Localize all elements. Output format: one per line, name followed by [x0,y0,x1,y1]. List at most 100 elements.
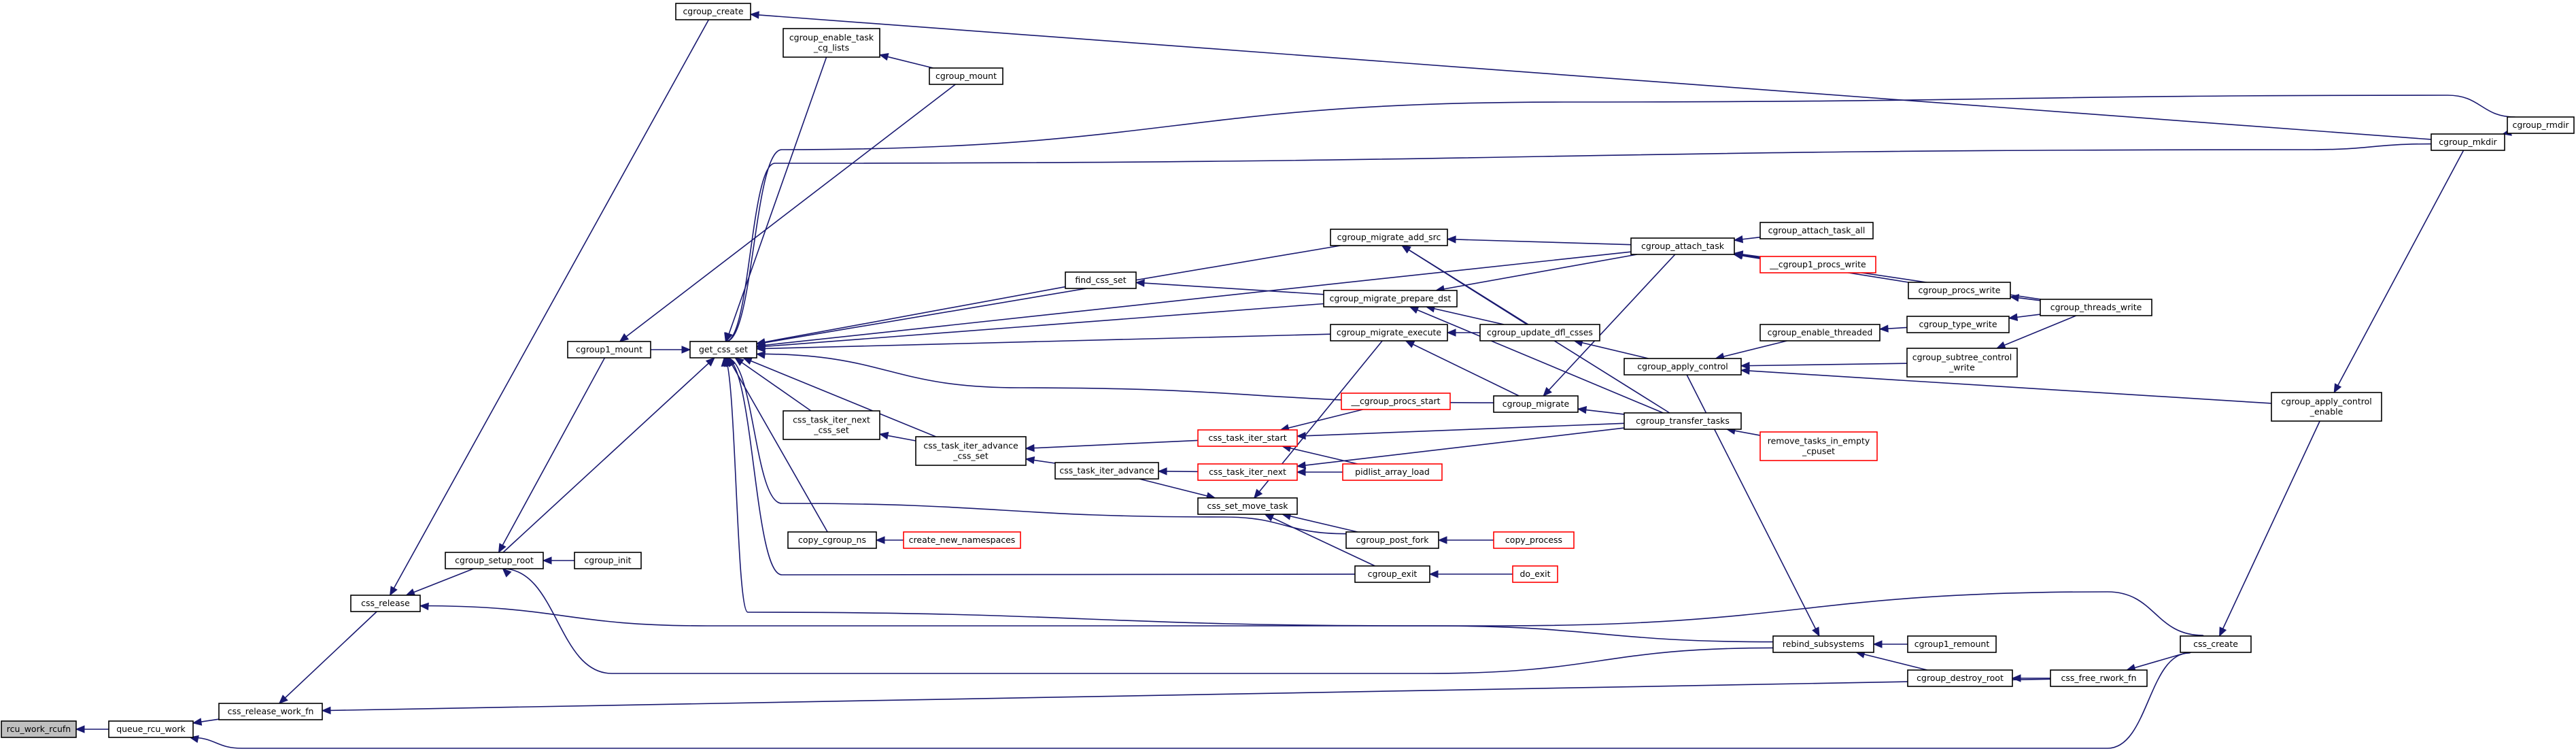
call-edge-rebind_subsystems-to-cgroup_destroy_root [1855,650,1927,671]
node-cgroup-update-dfl-csses[interactable]: cgroup_update_dfl_csses [1479,324,1600,341]
node-label: get_css_set [699,344,748,354]
node-copy-cgroup-ns[interactable]: copy_cgroup_ns [787,531,877,549]
call-edge-css_release-to-cgroup_create [389,19,710,597]
node-box [350,595,421,612]
node-label: _css_set [813,425,849,435]
node-cgroup-type-write[interactable]: cgroup_type_write [1906,316,2010,333]
node-css-set-move-task[interactable]: css_set_move_task [1197,497,1298,515]
node-cgroup-transfer-tasks[interactable]: cgroup_transfer_tasks [1624,412,1742,430]
node-cgroup-rmdir[interactable]: cgroup_rmdir [2507,116,2575,134]
node-cgroup-procs-start[interactable]: __cgroup_procs_start [1341,393,1451,410]
node-label: css_task_iter_start [1208,433,1286,443]
edge-line [756,353,1494,403]
node-remove-tasks-in-empty-cpuset[interactable]: remove_tasks_in_empty_cpuset [1759,431,1878,461]
call-edge-cgroup_setup_root-to-rebind_subsystems [502,568,1774,674]
edge-line [1139,478,1216,499]
node-cgroup-attach-task[interactable]: cgroup_attach_task [1630,237,1735,255]
call-edge-css_release-to-css_create [419,591,2204,637]
edge-line [419,591,2204,637]
node-box [1493,531,1575,549]
call-edge-get_css_set-to-cgroup_migrate_add_src [755,245,1341,347]
node-css-release-work-fn[interactable]: css_release_work_fn [218,703,323,720]
node-css-task-iter-advance-css-set[interactable]: css_task_iter_advance_css_set [915,436,1027,466]
node-box [1345,531,1439,549]
node-cgroup1-mount[interactable]: cgroup1_mount [567,341,651,358]
node-cgroup-threads-write[interactable]: cgroup_threads_write [2040,299,2152,316]
node-cgroup-create[interactable]: cgroup_create [675,3,751,20]
call-edge-cgroup_setup_root-to-cgroup_init [542,556,574,565]
node-cgroup-migrate-prepare-dst[interactable]: cgroup_migrate_prepare_dst [1323,290,1458,307]
node-queue-rcu-work[interactable]: queue_rcu_work [108,720,194,738]
node-css-task-iter-next[interactable]: css_task_iter_next [1197,463,1298,481]
call-edge-cgroup_apply_control-to-cgroup_enable_threaded [1715,340,1787,361]
call-edge-css_task_iter_next-to-pidlist_array_load [1296,468,1343,476]
node-box [1630,237,1735,255]
edge-arrowhead [1740,367,1750,375]
call-edge-queue_rcu_work-to-css_release_work_fn [192,718,220,726]
node-css-release[interactable]: css_release [350,595,421,612]
node-cgroup-migrate[interactable]: cgroup_migrate [1493,395,1579,413]
node-cgroup-apply-control-enable[interactable]: cgroup_apply_control_enable [2271,392,2382,422]
node-create-new-namespaces[interactable]: create_new_namespaces [903,531,1021,549]
node-find-css-set[interactable]: find_css_set [1065,271,1137,289]
edge-arrowhead [878,431,889,440]
edge-line [879,54,933,69]
node-box [1342,463,1443,481]
call-edge-cgroup_post_fork-to-copy_process [1437,536,1494,544]
node-cgroup1-procs-write[interactable]: __cgroup1_procs_write [1759,256,1876,273]
edge-arrowhead [1405,340,1415,348]
node-css-task-iter-next-css-set[interactable]: css_task_iter_next_css_set [783,410,880,440]
node-cgroup-subtree-control-write[interactable]: cgroup_subtree_control_write [1906,348,2018,378]
node-css-free-rwork-fn[interactable]: css_free_rwork_fn [2050,669,2148,687]
edge-arrowhead [1264,514,1275,522]
node-label: cgroup_mkdir [2439,137,2497,147]
node-cgroup-apply-control[interactable]: cgroup_apply_control [1624,358,1742,376]
node-label: css_free_rwork_fn [2061,673,2136,683]
node-css-create[interactable]: css_create [2180,635,2252,653]
node-cgroup-mount[interactable]: cgroup_mount [929,67,1003,85]
node-do-exit[interactable]: do_exit [1512,565,1558,583]
edge-arrowhead [875,536,885,544]
edge-arrowhead [705,357,715,367]
edge-arrowhead [749,11,759,19]
node-cgroup-init[interactable]: cgroup_init [574,552,642,569]
node-cgroup-migrate-add-src[interactable]: cgroup_migrate_add_src [1330,229,1448,246]
node-rcu-work-rcufn[interactable]: rcu_work_rcufn [1,720,77,738]
node-cgroup1-remount[interactable]: cgroup1_remount [1907,635,1997,653]
node-cgroup-destroy-root[interactable]: cgroup_destroy_root [1907,669,2013,687]
call-edge-get_css_set-to-cgroup_migrate [755,351,1494,403]
node-cgroup-exit[interactable]: cgroup_exit [1354,565,1430,583]
node-label: find_css_set [1075,275,1126,285]
edge-arrowhead [502,568,512,578]
call-edge-cgroup_destroy_root-to-css_free_rwork_fn [2011,674,2050,682]
edge-line [322,678,2051,712]
node-cgroup-procs-write[interactable]: cgroup_procs_write [1908,282,2011,299]
node-cgroup-attach-task-all[interactable]: cgroup_attach_task_all [1759,222,1874,239]
node-box [1197,497,1298,515]
edge-arrowhead [2333,383,2342,394]
node-cgroup-migrate-execute[interactable]: cgroup_migrate_execute [1330,324,1448,341]
edge-line [723,357,1774,643]
edge-line [1435,254,1638,291]
node-cgroup-enable-threaded[interactable]: cgroup_enable_threaded [1759,324,1881,341]
call-edge-rebind_subsystems-to-cgroup1_remount [1872,640,1908,648]
call-edge-css_task_iter_start-to-cgroup_procs_start [1280,409,1363,432]
edge-arrowhead [734,357,744,366]
node-cgroup-mkdir[interactable]: cgroup_mkdir [2431,133,2505,151]
edge-line [1265,514,1375,567]
node-label: cgroup_setup_root [455,555,534,565]
node-rebind-subsystems[interactable]: rebind_subsystems [1772,635,1874,653]
node-cgroup-setup-root[interactable]: cgroup_setup_root [445,552,544,569]
node-label: css_release [361,598,410,608]
edge-line [725,143,2432,342]
node-get-css-set[interactable]: get_css_set [689,341,757,358]
node-pidlist-array-load[interactable]: pidlist_array_load [1342,463,1443,481]
node-cgroup-post-fork[interactable]: cgroup_post_fork [1345,531,1439,549]
node-box [445,552,544,569]
node-css-task-iter-start[interactable]: css_task_iter_start [1197,429,1298,447]
edge-arrowhead [1428,570,1439,578]
node-css-task-iter-advance[interactable]: css_task_iter_advance [1054,462,1159,480]
node-copy-process[interactable]: copy_process [1493,531,1575,549]
node-cgroup-enable-task-cg-lists[interactable]: cgroup_enable_task_cg_lists [783,28,880,58]
edge-layer [75,11,2515,749]
